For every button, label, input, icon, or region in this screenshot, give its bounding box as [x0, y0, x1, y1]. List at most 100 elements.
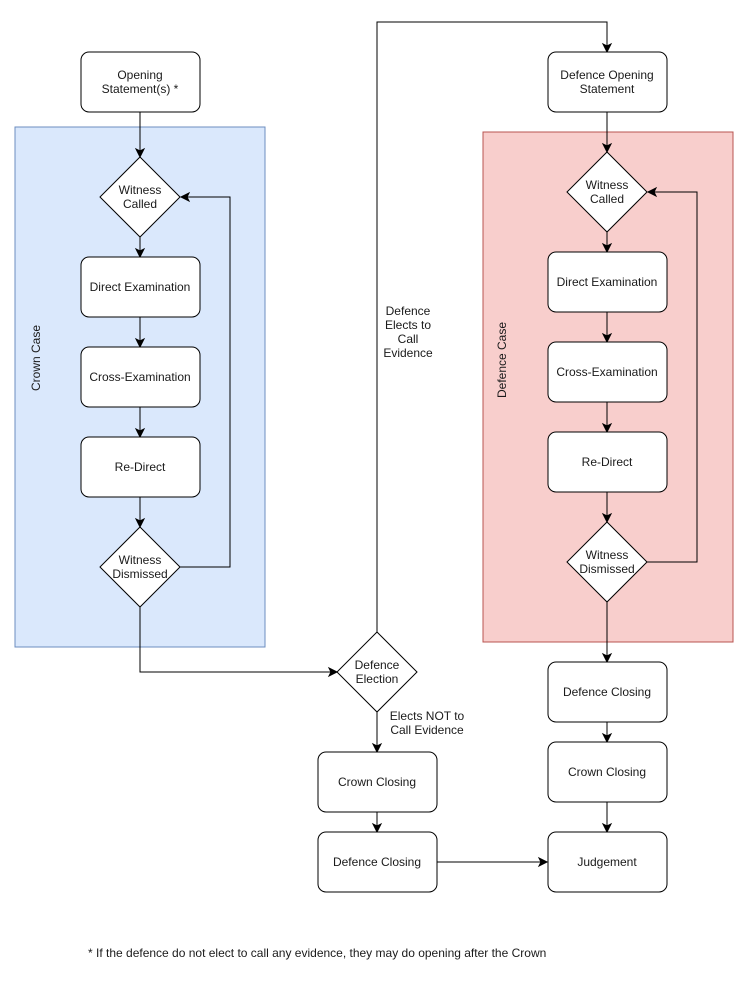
connectors	[134, 21, 698, 868]
crown-cross-examination-node	[80, 346, 201, 408]
arrowhead	[646, 186, 658, 198]
label-line: Re-Direct	[582, 455, 633, 469]
label-line: Defence	[386, 304, 431, 318]
label-line: Elects to	[385, 318, 431, 332]
defence-re-direct-label: Re-Direct	[582, 455, 633, 469]
label-line: Election	[356, 672, 399, 686]
defence-opening-statement-node	[547, 51, 668, 113]
label-line: Witness	[586, 548, 629, 562]
label-line: Direct Examination	[557, 275, 658, 289]
label-line: Defence Closing	[563, 685, 651, 699]
label-line: Cross-Examination	[89, 370, 190, 384]
crown-direct-examination-node	[80, 256, 201, 318]
defence-direct-examination-node	[547, 251, 668, 313]
edge-election-to-defence-opening	[376, 21, 608, 632]
defence-direct-examination-label: Direct Examination	[557, 275, 658, 289]
label-line: Crown Closing	[568, 765, 646, 779]
defence-re-direct-node	[547, 431, 668, 493]
crown-closing-right-label: Crown Closing	[568, 765, 646, 779]
crown-closing-left-label: Crown Closing	[338, 775, 416, 789]
label-line: Judgement	[577, 855, 637, 869]
arrowhead	[179, 191, 191, 203]
label-line: Defence Closing	[333, 855, 421, 869]
crown-case-lane-label: Crown Case	[29, 325, 43, 391]
label-line: Call Evidence	[390, 723, 464, 737]
edge-dismissed-to-election	[139, 607, 332, 673]
arrowhead	[601, 242, 613, 254]
arrowhead	[134, 517, 146, 529]
defence-closing-left-node	[317, 831, 438, 893]
crown-re-direct-label: Re-Direct	[115, 460, 166, 474]
label-line: Opening	[117, 68, 162, 82]
defence-cross-examination-node	[547, 341, 668, 403]
defence-cross-examination-label: Cross-Examination	[556, 365, 657, 379]
arrowhead	[134, 427, 146, 439]
label-line: Witness	[119, 553, 162, 567]
arrowhead	[601, 332, 613, 344]
defence-closing-right-node	[547, 661, 668, 723]
crown-closing-left-node	[317, 751, 438, 813]
crown-direct-examination-label: Direct Examination	[90, 280, 191, 294]
label-line: Direct Examination	[90, 280, 191, 294]
label-line: Called	[590, 192, 624, 206]
crown-witness-called-decision	[99, 156, 181, 238]
arrowhead	[601, 732, 613, 744]
arrowhead	[371, 742, 383, 754]
label-line: Defence Opening	[560, 68, 653, 82]
defence-closing-left-label: Defence Closing	[333, 855, 421, 869]
arrowhead	[601, 512, 613, 524]
arrowhead	[601, 422, 613, 434]
footnote: * If the defence do not elect to call an…	[88, 946, 546, 960]
arrowhead	[371, 822, 383, 834]
label-line: Evidence	[383, 346, 433, 360]
crown-cross-examination-label: Cross-Examination	[89, 370, 190, 384]
defence-closing-right-label: Defence Closing	[563, 685, 651, 699]
edge-defence-loop-back	[647, 191, 698, 563]
label-line: Elects NOT to	[390, 709, 465, 723]
label-line: Called	[123, 197, 157, 211]
defence-election-decision	[336, 631, 418, 713]
label-line: Dismissed	[112, 567, 167, 581]
label-line: Call	[398, 332, 419, 346]
crown-witness-dismissed-decision	[99, 526, 181, 608]
nodes	[80, 51, 668, 893]
crown-closing-right-node	[547, 741, 668, 803]
arrowhead	[601, 42, 613, 54]
label-line: Crown Closing	[338, 775, 416, 789]
defence-witness-dismissed-decision	[566, 521, 648, 603]
edge-crown-loop-back	[180, 196, 231, 568]
label-line: Re-Direct	[115, 460, 166, 474]
label-line: Cross-Examination	[556, 365, 657, 379]
label-line: Dismissed	[579, 562, 634, 576]
defence-case-lane-label: Defence Case	[495, 322, 509, 398]
label-line: Statement(s) *	[102, 82, 179, 96]
label-line: Defence	[355, 658, 400, 672]
label-line: Witness	[586, 178, 629, 192]
arrowhead	[601, 822, 613, 834]
arrowhead	[327, 666, 339, 678]
arrowhead	[134, 337, 146, 349]
label-line: Statement	[580, 82, 635, 96]
judgement-node	[547, 831, 668, 893]
opening-statement-node	[80, 51, 201, 113]
arrowhead	[134, 147, 146, 159]
arrowhead	[601, 652, 613, 664]
judgement-label: Judgement	[577, 855, 637, 869]
arrowhead	[537, 856, 549, 868]
crown-re-direct-node	[80, 436, 201, 498]
label-line: Witness	[119, 183, 162, 197]
arrowhead	[134, 247, 146, 259]
defence-witness-called-decision	[566, 151, 648, 233]
arrowhead	[601, 142, 613, 154]
